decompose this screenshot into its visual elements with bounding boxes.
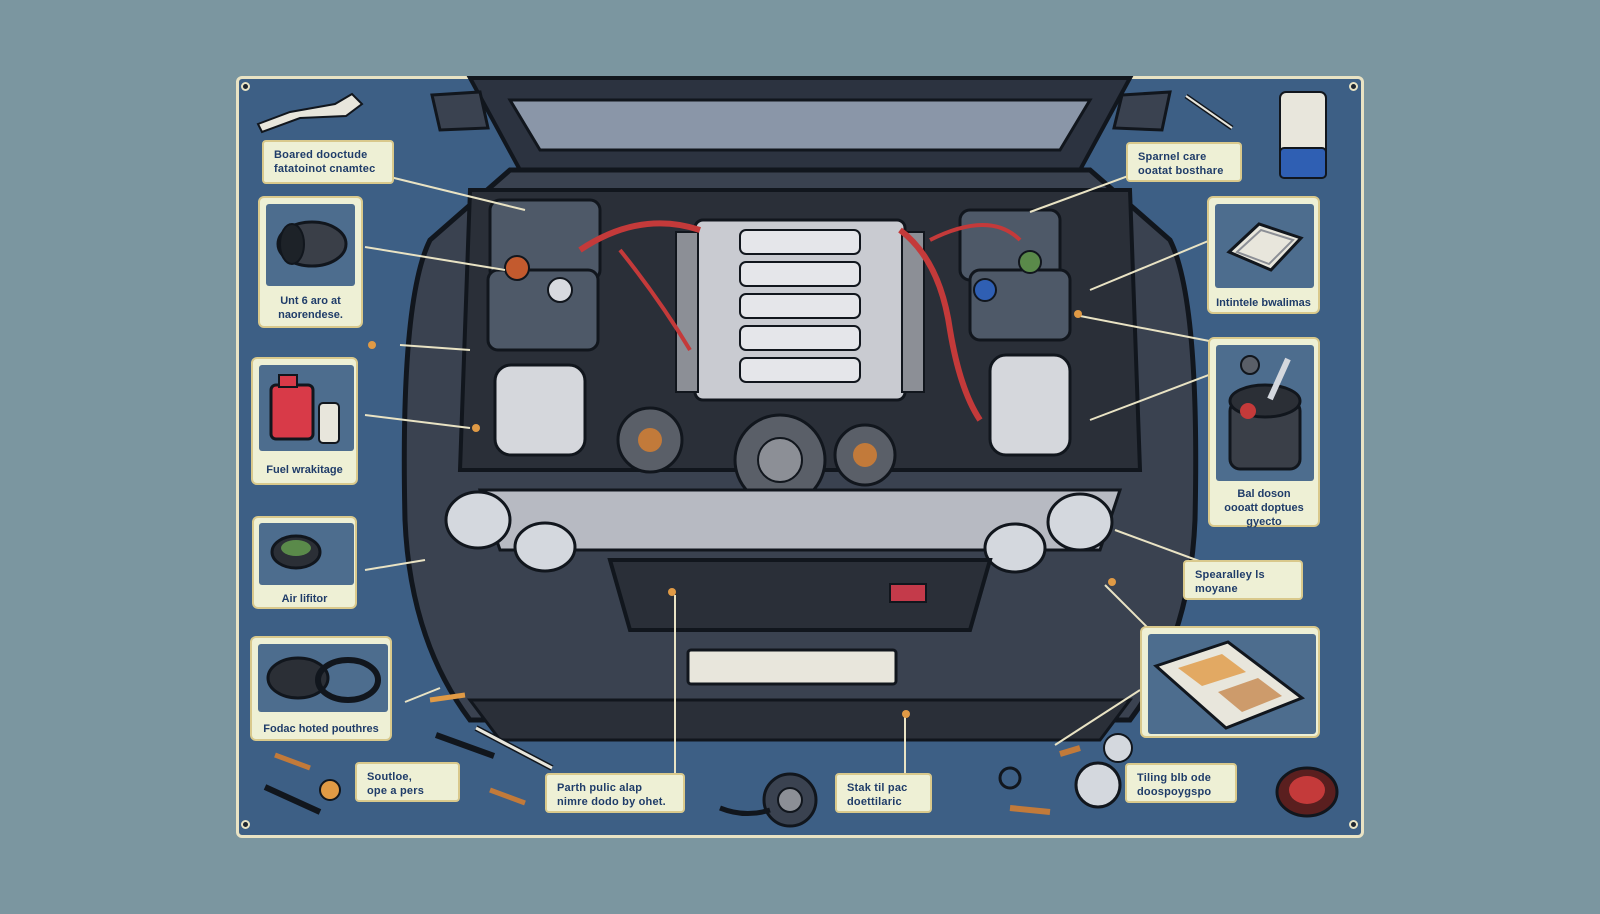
corner-screw-icon: [241, 82, 250, 91]
leader-dots: [368, 310, 1116, 718]
pulley-hub: [853, 443, 877, 467]
belt-icon: [266, 656, 381, 703]
leader-lines: [364, 167, 1236, 795]
label-spec-line-2: moyane: [1195, 583, 1238, 595]
card-air-label: Air lifitor: [281, 593, 328, 605]
red-hose: [898, 227, 983, 422]
card-air-filter: Air lifitor: [252, 516, 357, 609]
label-sodi-line-2: ope a pers: [367, 785, 425, 797]
fuel-can-icon: [269, 374, 340, 444]
cabin-filter-icon: [1226, 222, 1304, 272]
red-hose: [618, 248, 692, 352]
card-parts-bucket: Bal doson oooatt doptues gyecto: [1208, 337, 1320, 528]
valve-cover-left: [675, 231, 699, 393]
front-grille: [607, 558, 993, 632]
card-manual: [1140, 626, 1320, 738]
left-air-intake: [493, 363, 587, 457]
card-hose-label-1: Unt 6 aro at: [280, 295, 341, 307]
front-lip: [467, 698, 1133, 742]
label-tiling-line-1: Tiling blb ode: [1137, 772, 1212, 784]
label-stak-line-1: Stak til pac: [847, 782, 908, 794]
label-tiling: Tiling blb ode doospoygspo: [1125, 763, 1237, 803]
corner-screw-icon: [241, 820, 250, 829]
intake-manifold: [739, 229, 861, 383]
card-fuel: Fuel wrakitage: [251, 357, 358, 485]
card-bal-label-1: Bal doson: [1237, 488, 1291, 500]
label-tiling-line-2: doospoygspo: [1137, 786, 1212, 798]
label-parth-line-1: Parth pulic alap: [557, 782, 643, 794]
spark-plug-icon: [263, 692, 1081, 815]
card-hose-label-2: naorendese.: [278, 309, 343, 321]
crank-pulley-hub: [757, 437, 803, 483]
label-spark: Sparnel care ooatat bosthare: [1126, 142, 1242, 182]
screwdriver-icon: [1185, 95, 1233, 129]
label-spark-line-1: Sparnel care: [1138, 151, 1207, 163]
red-hose: [578, 220, 701, 253]
card-fuel-label: Fuel wrakitage: [266, 464, 343, 476]
hose-icon: [276, 220, 348, 268]
label-stak-line-2: doettilaric: [847, 796, 902, 808]
label-board: Boared dooctude fatatoinot cnamtec: [262, 140, 394, 184]
reservoir-cap: [1018, 250, 1042, 274]
card-belts: Fodac hoted pouthres: [250, 636, 392, 741]
card-bal-label-2: oooatt doptues: [1224, 502, 1304, 514]
right-mirror: [1112, 90, 1172, 132]
corner-screw-icon: [1349, 82, 1358, 91]
label-stak: Stak til pac doettilaric: [835, 773, 932, 813]
gauge-icon: [319, 733, 1133, 809]
parts-tin-icon: [1275, 766, 1339, 818]
reservoir-cap: [504, 255, 530, 281]
red-hose: [929, 223, 1022, 242]
right-headlight: [1046, 492, 1114, 552]
manual-icon: [1153, 640, 1306, 730]
card-hose: Unt 6 aro at naorendese.: [258, 196, 363, 328]
label-spark-line-2: ooatat bosthare: [1138, 165, 1224, 177]
right-air-intake: [988, 353, 1072, 457]
reservoir-cap: [973, 278, 997, 302]
grille-badge: [889, 583, 927, 603]
washer-reservoir: [486, 268, 600, 352]
label-spec-line-1: Spearalley ls: [1195, 569, 1265, 581]
left-headlight: [444, 490, 512, 550]
card-bal-label-3: gyecto: [1246, 516, 1282, 528]
left-mirror: [430, 90, 490, 132]
reservoir-cap: [547, 277, 573, 303]
left-headlight: [513, 521, 577, 573]
label-sodi-line-1: Soutloe,: [367, 771, 412, 783]
air-filter-icon: [270, 534, 322, 570]
license-plate: [686, 648, 898, 686]
label-board-line-1: Boared dooctude: [274, 149, 368, 161]
label-board-line-2: fatatoinot cnamtec: [274, 163, 376, 175]
valve-cover-right: [901, 231, 925, 393]
label-spec: Spearalley ls moyane: [1183, 560, 1303, 600]
pulley-hub: [638, 428, 662, 452]
card-fodac-label: Fodac hoted pouthres: [263, 723, 379, 735]
right-headlight: [983, 522, 1047, 574]
card-filter-label: Intintele bwalimas: [1216, 297, 1311, 309]
parts-bucket-icon: [1228, 355, 1302, 471]
label-parth: Parth pulic alap nimre dodo by ohet.: [545, 773, 685, 813]
label-parth-line-2: nimre dodo by ohet.: [557, 796, 666, 808]
wrench-icon: [256, 92, 364, 134]
card-cabin-filter: Intintele bwalimas: [1207, 196, 1320, 314]
oil-can-icon: [1279, 91, 1327, 179]
label-sodi: Soutloe, ope a pers: [355, 762, 460, 802]
windshield: [507, 98, 1093, 152]
wheel-hub-icon: [719, 772, 818, 828]
corner-screw-icon: [1349, 820, 1358, 829]
